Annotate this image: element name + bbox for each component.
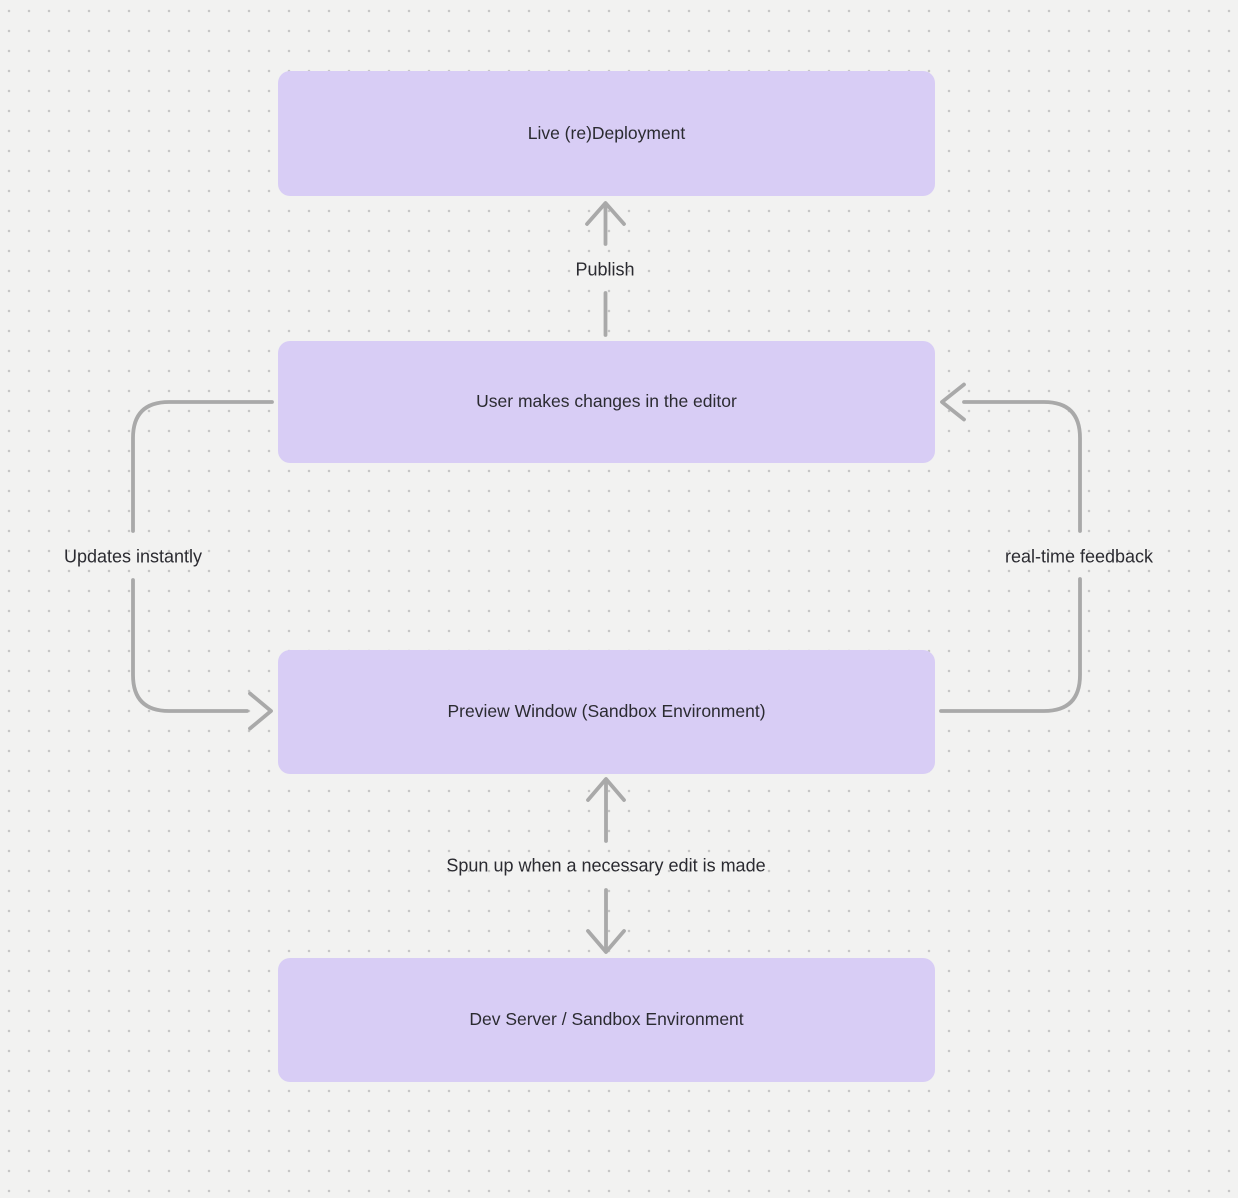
arrowhead-up-icon (585, 201, 626, 226)
node-dev-server: Dev Server / Sandbox Environment (278, 958, 935, 1082)
node-live-deployment: Live (re)Deployment (278, 71, 935, 196)
edge-label-updates-instantly: Updates instantly (63, 546, 203, 567)
feedback-connector-upper-line (962, 400, 1082, 533)
arrowhead-up-icon (586, 777, 626, 802)
arrowhead-left-icon (940, 382, 966, 422)
node-live-deployment-label: Live (re)Deployment (527, 122, 686, 143)
updates-connector-lower-line (131, 578, 249, 713)
edge-label-real-time-feedback: real-time feedback (1004, 546, 1154, 567)
edge-label-publish: Publish (575, 259, 635, 280)
updates-connector-upper-line (131, 400, 274, 533)
feedback-connector-lower-line (939, 577, 1082, 713)
arrowhead-down-icon (586, 929, 626, 954)
node-preview-window-label: Preview Window (Sandbox Environment) (447, 701, 766, 722)
edge-label-spun-up: Spun up when a necessary edit is made (446, 855, 766, 876)
arrowhead-right-icon (248, 691, 273, 731)
node-user-makes-changes-label: User makes changes in the editor (476, 391, 737, 412)
node-dev-server-label: Dev Server / Sandbox Environment (469, 1009, 744, 1030)
node-user-makes-changes: User makes changes in the editor (278, 341, 935, 463)
node-preview-window: Preview Window (Sandbox Environment) (278, 650, 935, 774)
